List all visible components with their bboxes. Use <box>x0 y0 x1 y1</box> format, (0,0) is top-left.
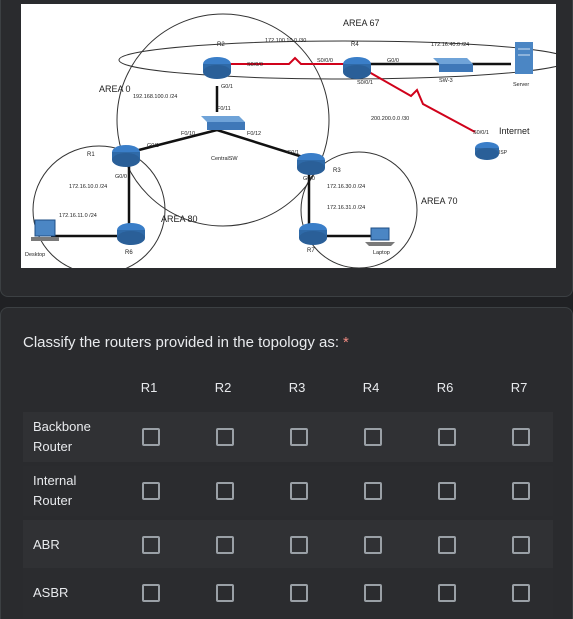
checkbox-internal-r4[interactable] <box>364 482 382 500</box>
sw-f011-label: F0/11 <box>217 106 231 112</box>
sw3-switch-icon <box>433 58 473 72</box>
r2-label: R2 <box>217 42 225 48</box>
grid-row-asbr: ASBR <box>23 568 553 618</box>
r1-g01-label: G0/1 <box>147 143 159 149</box>
required-asterisk: * <box>343 334 349 351</box>
desktop-label: Desktop <box>25 252 45 258</box>
area70-outline <box>300 151 418 268</box>
area0-label: AREA 0 <box>99 84 131 94</box>
checkbox-abr-r2[interactable] <box>216 536 234 554</box>
r2-g01-label: G0/1 <box>221 84 233 90</box>
grid-row-backbone: Backbone Router <box>23 412 553 462</box>
isp-s001-label: S0/0/1 <box>473 130 489 136</box>
column-header-r3: R3 <box>288 380 306 395</box>
checkbox-backbone-r3[interactable] <box>290 428 308 446</box>
checkbox-asbr-r4[interactable] <box>364 584 382 602</box>
question-card: Classify the routers provided in the top… <box>0 307 573 619</box>
area80-outline <box>32 145 166 268</box>
checkbox-backbone-r1[interactable] <box>142 428 160 446</box>
checkbox-internal-r1[interactable] <box>142 482 160 500</box>
checkbox-asbr-r3[interactable] <box>290 584 308 602</box>
centralsw-switch-icon <box>201 116 245 130</box>
router-r2-icon <box>203 57 231 79</box>
area70-label: AREA 70 <box>421 196 458 206</box>
row-label-abr: ABR <box>33 537 60 552</box>
checkbox-backbone-r2[interactable] <box>216 428 234 446</box>
server-icon <box>515 42 533 74</box>
r1-g00-label: G0/0 <box>115 174 127 180</box>
checkbox-asbr-r6[interactable] <box>438 584 456 602</box>
r4-s001-label: S0/0/1 <box>357 80 373 86</box>
diagram-card: AREA 67 AREA 0 AREA 80 AREA 70 R2 R4 R1 … <box>0 0 573 297</box>
router-r4-icon <box>343 57 371 79</box>
desktop-icon <box>31 219 59 241</box>
isp-router-icon <box>475 142 499 160</box>
r2-s000-label: S0/0/0 <box>247 62 263 68</box>
laptop-label: Laptop <box>373 250 390 256</box>
net-r7-laptop-label: 172.16.31.0 /24 <box>327 205 365 211</box>
area80-label: AREA 80 <box>161 214 198 224</box>
checkbox-internal-r3[interactable] <box>290 482 308 500</box>
checkbox-abr-r4[interactable] <box>364 536 382 554</box>
r4-s000-label: S0/0/0 <box>317 58 333 64</box>
checkbox-backbone-r6[interactable] <box>438 428 456 446</box>
checkbox-backbone-r7[interactable] <box>512 428 530 446</box>
net-area0-label: 192.168.100.0 /24 <box>133 94 177 100</box>
question-text: Classify the routers provided in the top… <box>23 334 340 351</box>
net-r3-r7-label: 172.16.30.0 /24 <box>327 184 365 190</box>
checkbox-internal-r2[interactable] <box>216 482 234 500</box>
net-r6-desktop-label: 172.16.11.0 /24 <box>59 213 97 219</box>
router-r6-icon <box>117 223 145 245</box>
net-r2-r4-label: 172.100.10.0 /30 <box>265 38 306 44</box>
checkbox-internal-r7[interactable] <box>512 482 530 500</box>
question-title: Classify the routers provided in the top… <box>23 334 349 351</box>
sw3-label: SW-3 <box>439 78 453 84</box>
column-header-r6: R6 <box>436 380 454 395</box>
checkbox-internal-r6[interactable] <box>438 482 456 500</box>
server-label: Server <box>513 82 529 88</box>
r6-label: R6 <box>125 250 133 256</box>
sw-f012-label: F0/12 <box>247 131 261 137</box>
router-r3-icon <box>297 153 325 175</box>
r4-label: R4 <box>351 42 359 48</box>
sw-f010-label: F0/10 <box>181 131 195 137</box>
net-r4-isp-label: 200.200.0.0 /30 <box>371 116 409 122</box>
r7-label: R7 <box>307 248 315 254</box>
internet-label: Internet <box>499 126 530 136</box>
column-header-r7: R7 <box>510 380 528 395</box>
r1-label: R1 <box>87 152 95 158</box>
row-label-asbr: ASBR <box>33 585 69 600</box>
r3-g01-label: G0/1 <box>287 150 299 156</box>
r3-label: R3 <box>333 168 341 174</box>
area0-outline <box>116 13 330 227</box>
checkbox-abr-r6[interactable] <box>438 536 456 554</box>
row-label-backbone: Backbone Router <box>33 419 91 454</box>
r3-g00-label: G0/0 <box>303 176 315 182</box>
checkbox-asbr-r2[interactable] <box>216 584 234 602</box>
grid-column-headers: R1 R2 R3 R4 R6 R7 <box>23 370 553 404</box>
centralsw-label: CentralSW <box>211 156 238 162</box>
isp-label: ISP <box>499 150 508 156</box>
r4-g00-label: G0/0 <box>387 58 399 64</box>
checkbox-abr-r3[interactable] <box>290 536 308 554</box>
checkbox-asbr-r7[interactable] <box>512 584 530 602</box>
area67-label: AREA 67 <box>343 18 380 28</box>
router-r1-icon <box>112 145 140 167</box>
grid-row-internal: Internal Router <box>23 466 553 516</box>
row-label-internal: Internal Router <box>33 473 77 508</box>
grid-row-abr: ABR <box>23 520 553 570</box>
topology-diagram: AREA 67 AREA 0 AREA 80 AREA 70 R2 R4 R1 … <box>21 4 556 268</box>
router-r7-icon <box>299 223 327 245</box>
checkbox-backbone-r4[interactable] <box>364 428 382 446</box>
checkbox-abr-r7[interactable] <box>512 536 530 554</box>
area67-outline <box>118 40 556 80</box>
column-header-r1: R1 <box>140 380 158 395</box>
checkbox-abr-r1[interactable] <box>142 536 160 554</box>
column-header-r4: R4 <box>362 380 380 395</box>
net-r4-sw3-label: 172.16.40.0 /24 <box>431 42 469 48</box>
laptop-icon <box>365 227 395 246</box>
column-header-r2: R2 <box>214 380 232 395</box>
checkbox-asbr-r1[interactable] <box>142 584 160 602</box>
net-r1-r6-label: 172.16.10.0 /24 <box>69 184 107 190</box>
